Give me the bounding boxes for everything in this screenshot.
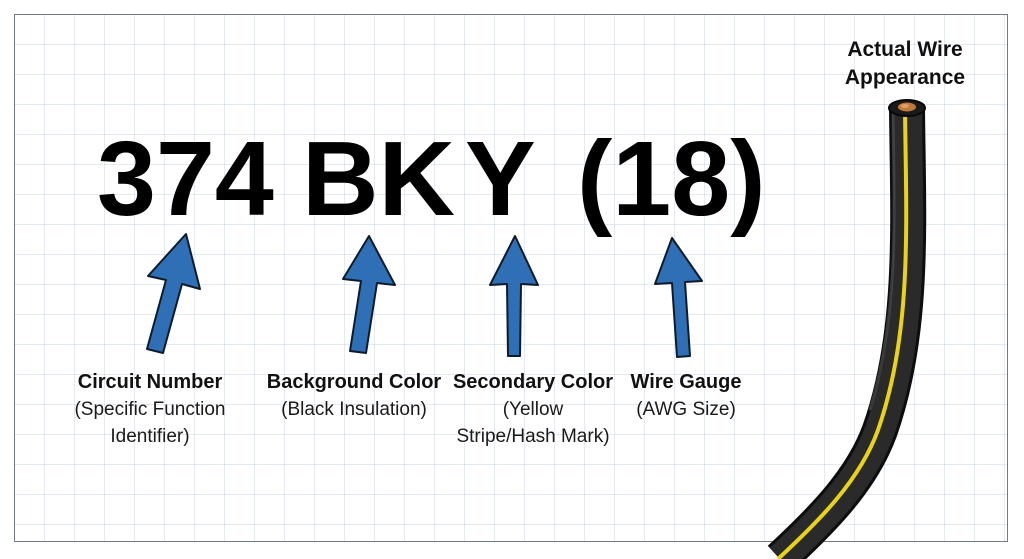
wire-title-line1: Actual Wire: [847, 38, 963, 61]
label-circuit-desc-2: Identifier): [110, 426, 190, 447]
label-circuit-desc-1: (Specific Function: [74, 399, 226, 420]
arrow-circuit-number: [146, 233, 201, 354]
label-circuit-number: Circuit Number (Specific Function Identi…: [58, 368, 242, 450]
code-background-color: BK: [302, 120, 456, 238]
arrow-background-color: [342, 235, 396, 354]
label-circuit-title: Circuit Number: [77, 371, 223, 393]
wire-title-line2: Appearance: [844, 66, 966, 89]
code-wire-gauge: (18): [577, 120, 766, 238]
arrow-wire-gauge: [654, 237, 703, 358]
code-circuit-number: 374: [97, 120, 274, 238]
label-secondary-desc-2: Stripe/Hash Mark): [456, 426, 610, 447]
arrow-secondary-color: [489, 235, 539, 357]
code-secondary-color: Y: [465, 120, 536, 238]
label-secondary-color: Secondary Color (Yellow Stripe/Hash Mark…: [440, 368, 626, 450]
label-background-color: Background Color (Black Insulation): [262, 368, 446, 423]
label-secondary-title: Secondary Color: [452, 371, 614, 393]
label-gauge-desc-1: (AWG Size): [636, 399, 736, 420]
label-background-title: Background Color: [266, 371, 442, 393]
wire-appearance-title: Actual Wire Appearance: [830, 36, 980, 92]
label-secondary-desc-1: (Yellow: [502, 399, 564, 420]
label-background-desc-1: (Black Insulation): [281, 399, 427, 420]
wire-graphic: [767, 99, 927, 559]
label-wire-gauge: Wire Gauge (AWG Size): [616, 368, 756, 423]
label-gauge-title: Wire Gauge: [630, 371, 742, 393]
